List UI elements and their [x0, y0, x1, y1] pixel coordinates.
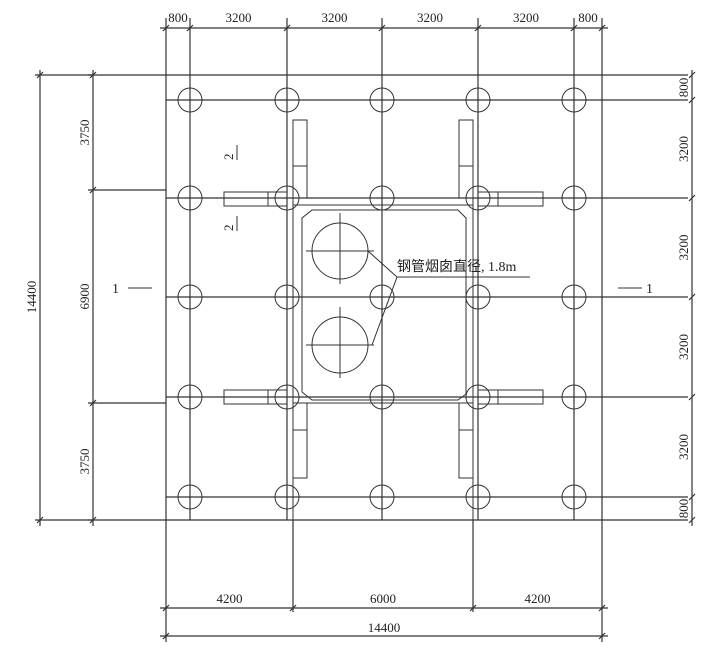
pile-circle: [369, 484, 395, 510]
pile-circle: [561, 284, 587, 310]
dimension-tick: [186, 24, 194, 32]
dimension-texts: 800 3200 3200 3200 3200 800 800 3200 3200 3200 320…: [24, 10, 691, 635]
dimension-tick: [688, 194, 696, 202]
dimension-tick: [598, 632, 606, 640]
pile-circle: [369, 284, 395, 310]
dimension-text-top: 3200: [417, 10, 443, 25]
dimension-tick: [162, 604, 170, 612]
section-1-left: 1: [112, 282, 119, 297]
core-walls: [223, 119, 544, 520]
pile-circle: [465, 87, 491, 113]
dimension-tick: [688, 293, 696, 301]
dimension-text-bottom: 4200: [217, 591, 243, 606]
dimension-text-bottom: 4200: [525, 591, 551, 606]
dimension-tick: [283, 24, 291, 32]
section-marks: [128, 145, 642, 289]
pile-circle: [369, 384, 395, 410]
dimension-text-right: 3200: [676, 334, 691, 360]
pile-circle: [561, 185, 587, 211]
dimension-tick: [570, 24, 578, 32]
pile-circle: [177, 284, 203, 310]
dimension-text-top: 800: [168, 10, 188, 25]
dimension-text-left-total: 14400: [24, 281, 39, 314]
dimension-text-top: 800: [578, 10, 598, 25]
dimension-text-right: 3200: [676, 136, 691, 162]
beam-stub: [223, 191, 288, 207]
pile-circle: [561, 484, 587, 510]
pile-circle: [177, 484, 203, 510]
dimension-text-bottom: 6000: [370, 591, 396, 606]
dimension-text-right: 3200: [676, 235, 691, 261]
dimension-tick: [688, 71, 696, 79]
beam-stub: [477, 191, 544, 207]
core-chamber: [301, 209, 467, 401]
leader-line: [367, 250, 530, 346]
dimension-text-left: 6900: [77, 284, 92, 310]
chimney-label: 钢管烟囱直径, 1.8m: [397, 258, 516, 275]
beam-stub: [458, 402, 474, 479]
dimension-tick: [378, 24, 386, 32]
section-2-bottom: 2: [221, 225, 236, 232]
dimension-text-right: 3200: [676, 434, 691, 460]
beam-stub: [292, 402, 308, 479]
dimension-tick: [474, 24, 482, 32]
dimension-text-top: 3200: [226, 10, 252, 25]
dimension-tick: [289, 604, 297, 612]
dimension-tick: [162, 632, 170, 640]
section-2-top: 2: [221, 154, 236, 161]
dimension-text-top: 3200: [322, 10, 348, 25]
dimension-text-right: 800: [676, 499, 691, 519]
pile-circle: [274, 87, 300, 113]
dimension-text-left: 3750: [77, 120, 92, 146]
dimension-text-top: 3200: [513, 10, 539, 25]
chimney-pipes: [306, 213, 530, 378]
dimension-tick: [162, 24, 170, 32]
dimension-text-left: 3750: [77, 449, 92, 475]
pile-circle: [369, 87, 395, 113]
dimension-tick: [688, 393, 696, 401]
beam-stub: [223, 389, 288, 405]
dimension-tick: [688, 493, 696, 501]
dimension-text-right: 800: [676, 78, 691, 98]
beam-stub: [477, 389, 544, 405]
beam-stub: [458, 119, 474, 199]
dimension-tick: [598, 24, 606, 32]
pile-circle: [561, 384, 587, 410]
dimension-lines: [35, 24, 696, 642]
pile-circle: [177, 185, 203, 211]
dimension-tick: [469, 604, 477, 612]
pile-circle: [177, 87, 203, 113]
dimension-tick: [598, 604, 606, 612]
section-1-right: 1: [646, 282, 653, 297]
pile-circle: [177, 384, 203, 410]
dimension-text-bottom-total: 14400: [368, 620, 401, 635]
pile-circle: [561, 87, 587, 113]
dimension-tick: [688, 96, 696, 104]
dimension-tick: [688, 516, 696, 524]
beam-stub: [292, 119, 308, 199]
